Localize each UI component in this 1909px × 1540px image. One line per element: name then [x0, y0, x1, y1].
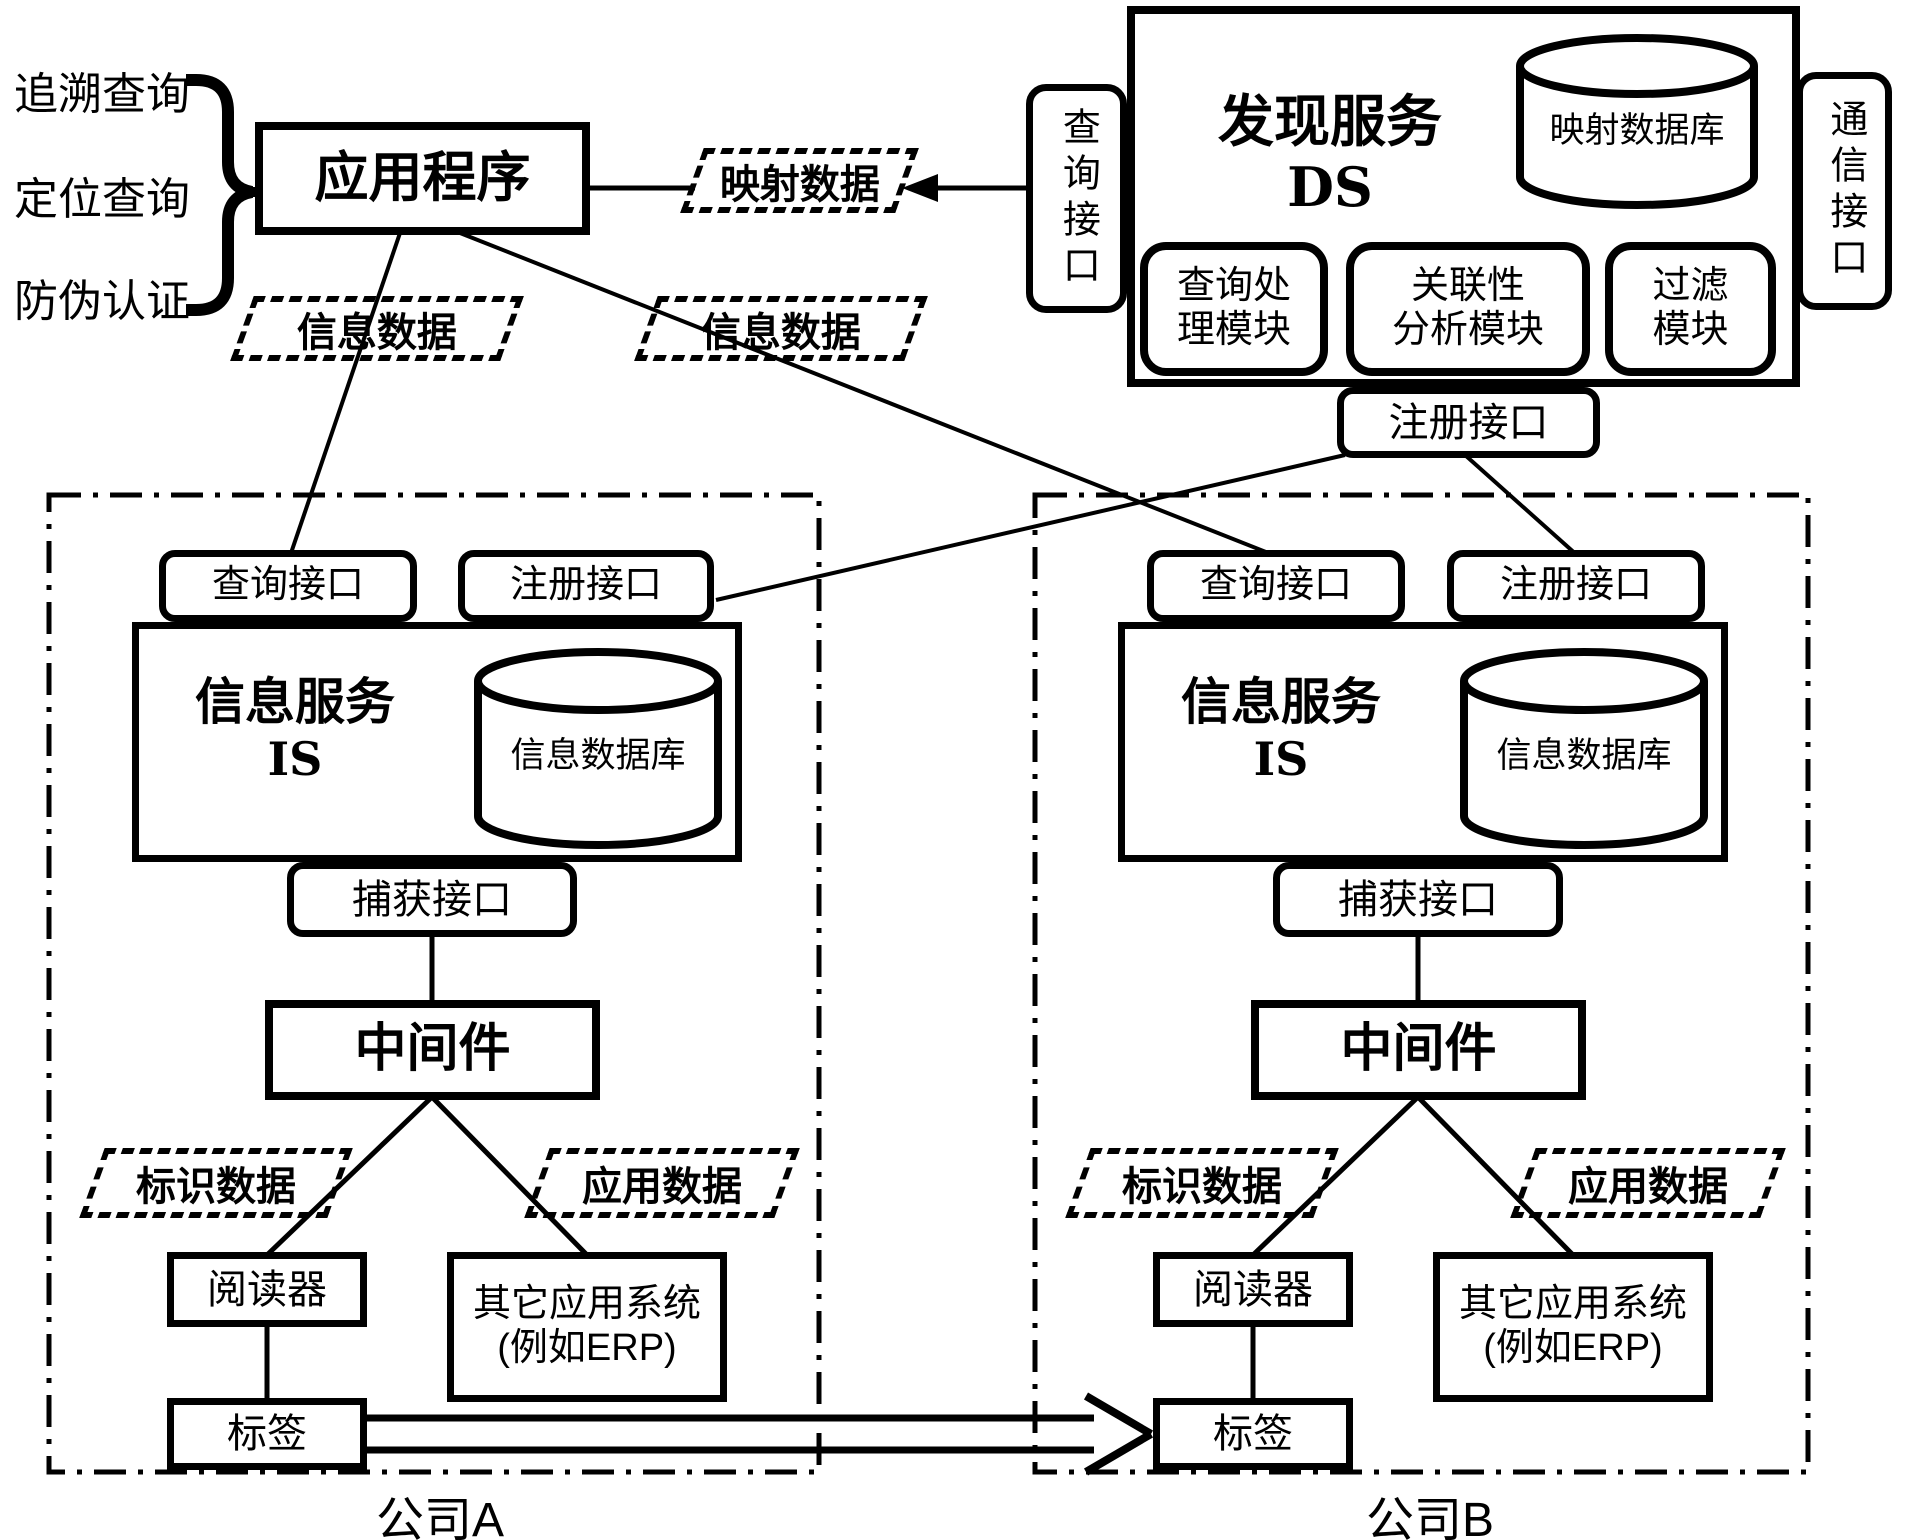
application-label: 应用程序: [314, 148, 531, 209]
companyB-other-system: 其它应用系统 (例如ERP): [1433, 1252, 1713, 1402]
module3-line2: 模块: [1652, 309, 1729, 351]
ds-comm-interface-label: 通信接口: [1823, 99, 1866, 283]
companyA-is-title: 信息服务 IS: [155, 672, 435, 787]
companyB-is-title-abbr: IS: [1253, 732, 1309, 786]
companyA-reader: 阅读器: [167, 1252, 367, 1327]
companyA-middleware-to-other-line: [430, 1095, 589, 1257]
mapping-data-parallelogram: 映射数据: [680, 148, 919, 213]
companyB-id-data-parallelogram: 标识数据: [1065, 1148, 1339, 1218]
companyA-query-interface-label: 查询接口: [211, 564, 364, 607]
companyA-reader-label: 阅读器: [207, 1267, 327, 1312]
function-trace-query: 追溯查询: [14, 70, 190, 119]
ds-register-to-companyA-line: [715, 453, 1346, 602]
discovery-service-title: 发现服务 DS: [1150, 88, 1510, 220]
companyB-app-data-parallelogram: 应用数据: [1510, 1148, 1786, 1218]
ds-query-interface-label: 查询接口: [1056, 106, 1099, 291]
companyA-caption: 公司A: [375, 1494, 505, 1540]
application-box: 应用程序: [255, 122, 590, 235]
companyB-id-data-label: 标识数据: [1122, 1165, 1282, 1209]
ds-query-interface: 查询接口: [1026, 84, 1127, 313]
info-data-parallelogram-right: 信息数据: [634, 296, 928, 361]
companyB-app-data-label: 应用数据: [1568, 1165, 1728, 1209]
companyA-id-data-parallelogram: 标识数据: [79, 1148, 353, 1218]
info-data-parallelogram-left: 信息数据: [230, 296, 524, 361]
companyB-is-title-cn: 信息服务: [1181, 674, 1381, 730]
companyA-id-data-label: 标识数据: [136, 1165, 296, 1209]
ds-register-interface: 注册接口: [1337, 387, 1600, 458]
ds-query-processing-module: 查询处 理模块: [1140, 242, 1328, 376]
function-locate-query: 定位查询: [14, 175, 190, 224]
companyB-middleware-label: 中间件: [1340, 1020, 1497, 1079]
companyB-other-system-line2: (例如ERP): [1483, 1327, 1663, 1369]
companyA-other-system: 其它应用系统 (例如ERP): [447, 1252, 727, 1402]
ds-title-cn: 发现服务: [1218, 90, 1442, 153]
mapping-arrowhead: [902, 174, 938, 202]
companyB-other-system-line1: 其它应用系统: [1458, 1283, 1687, 1326]
companyA-info-database-label: 信息数据库: [510, 736, 686, 775]
ds-title-abbr: DS: [1287, 155, 1373, 220]
module2-line1: 关联性: [1410, 265, 1525, 308]
companyB-register-interface-label: 注册接口: [1499, 564, 1652, 607]
companyB-tag: 标签: [1153, 1398, 1353, 1470]
companyA-register-interface-label: 注册接口: [509, 564, 662, 607]
ds-correlation-analysis-module: 关联性 分析模块: [1346, 242, 1590, 376]
tag-transfer-arrow: [367, 1392, 1154, 1476]
mapping-database-label: 映射数据库: [1549, 111, 1725, 150]
companyA-register-interface: 注册接口: [458, 550, 714, 622]
companyB-capture-interface-label: 捕获接口: [1338, 877, 1498, 922]
companyA-capture-interface: 捕获接口: [287, 862, 577, 937]
info-data-right-label: 信息数据: [701, 310, 861, 355]
companyB-info-database-label: 信息数据库: [1496, 736, 1672, 775]
companyB-capture-interface: 捕获接口: [1273, 862, 1563, 937]
companyA-other-system-line2: (例如ERP): [497, 1327, 677, 1369]
ds-filter-module: 过滤 模块: [1605, 242, 1776, 376]
companyB-is-title: 信息服务 IS: [1141, 672, 1421, 787]
companyA-is-title-cn: 信息服务: [195, 674, 395, 730]
companyB-middleware-to-reader-line: [1251, 1095, 1420, 1257]
companyA-tag: 标签: [167, 1398, 367, 1470]
companyA-middleware-to-reader-line: [265, 1095, 434, 1257]
companyB-caption: 公司B: [1365, 1494, 1495, 1540]
companyA-is-title-abbr: IS: [267, 732, 323, 786]
module1-line1: 查询处: [1176, 265, 1291, 308]
companyB-tag-label: 标签: [1213, 1412, 1293, 1456]
companyA-other-system-line1: 其它应用系统: [472, 1283, 701, 1326]
mapping-data-label: 映射数据: [719, 162, 880, 207]
companyA-query-interface: 查询接口: [159, 550, 417, 622]
companyB-query-interface: 查询接口: [1147, 550, 1405, 622]
app-to-companyA-query-line: [288, 232, 402, 557]
companyB-reader: 阅读器: [1153, 1252, 1353, 1327]
companyB-register-interface: 注册接口: [1447, 550, 1705, 622]
ds-register-interface-label: 注册接口: [1388, 400, 1549, 445]
company-a-frame: [46, 492, 822, 1475]
companyA-app-data-label: 应用数据: [582, 1165, 742, 1209]
companyB-query-interface-label: 查询接口: [1199, 564, 1352, 607]
info-data-left-label: 信息数据: [297, 310, 457, 355]
module2-line2: 分析模块: [1391, 309, 1544, 351]
module3-line1: 过滤: [1652, 265, 1729, 308]
company-b-frame: [1032, 492, 1811, 1475]
ds-register-to-companyB-line: [1463, 453, 1580, 558]
module1-line2: 理模块: [1176, 309, 1291, 351]
function-anticounterfeit-auth: 防伪认证: [14, 277, 190, 326]
companyA-middleware: 中间件: [265, 1000, 600, 1100]
companyA-app-data-parallelogram: 应用数据: [524, 1148, 800, 1218]
companyA-capture-interface-label: 捕获接口: [352, 877, 512, 922]
companyA-middleware-label: 中间件: [354, 1020, 511, 1079]
companyB-reader-label: 阅读器: [1193, 1267, 1313, 1312]
companyB-middleware-to-other-line: [1416, 1095, 1575, 1257]
companyA-tag-label: 标签: [227, 1412, 307, 1456]
ds-comm-interface: 通信接口: [1796, 72, 1892, 310]
companyB-middleware: 中间件: [1251, 1000, 1586, 1100]
